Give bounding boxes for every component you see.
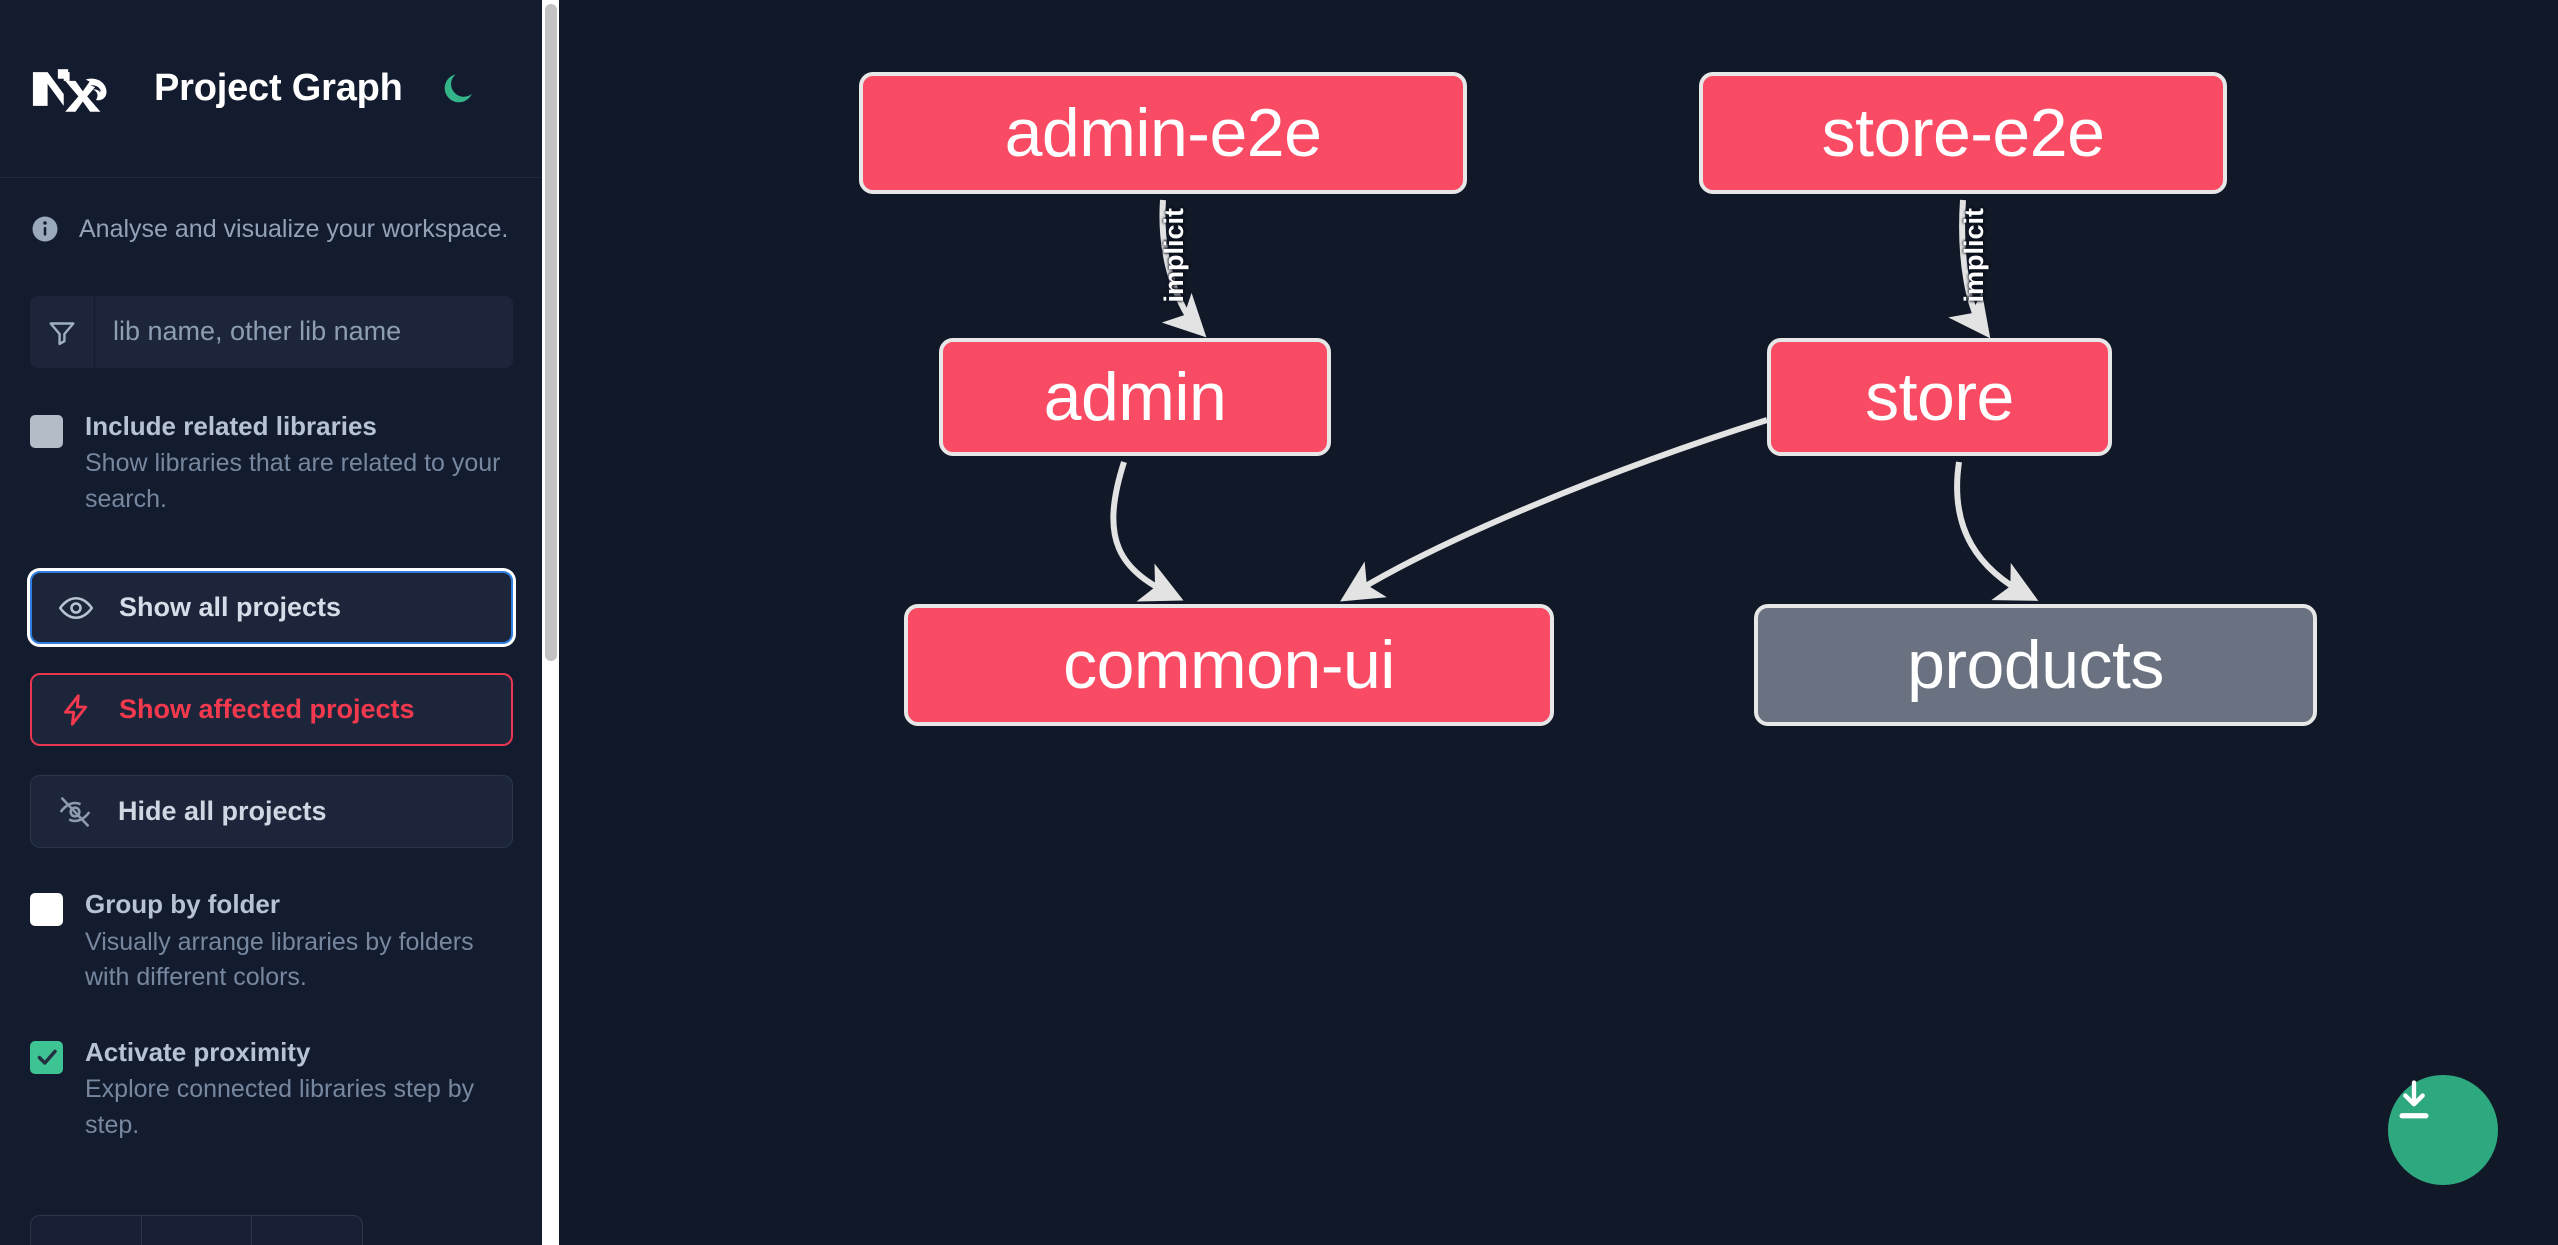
eye-icon (58, 590, 94, 626)
checkbox-group-by-folder[interactable] (30, 893, 63, 926)
edge-store-to-common-ui (1340, 417, 1768, 602)
sidebar: Project Graph Analyse and visualize your… (0, 0, 559, 1245)
graph-node-admin-e2e[interactable]: admin-e2e (859, 72, 1467, 194)
show-affected-projects-button[interactable]: Show affected projects (30, 673, 513, 746)
edge-admin-to-common-ui (1110, 461, 1184, 602)
bottom-segmented-control[interactable] (30, 1215, 363, 1245)
download-icon (2399, 1080, 2429, 1119)
search-box[interactable] (30, 295, 513, 368)
button-label: Show affected projects (119, 694, 415, 724)
option-description: Visually arrange libraries by folders wi… (85, 927, 474, 992)
option-label: Include related libraries (85, 410, 377, 441)
node-label: admin-e2e (1004, 95, 1322, 171)
segment-1[interactable] (31, 1216, 142, 1245)
node-label: store-e2e (1821, 95, 2105, 171)
edge-admin-e2e-to-admin (1159, 199, 1207, 338)
graph-edges-layer (1110, 199, 2039, 602)
page-title: Project Graph (154, 67, 403, 109)
nx-logo-icon (30, 58, 118, 120)
button-label: Hide all projects (118, 796, 327, 826)
edge-store-to-products (1954, 461, 2039, 601)
eye-slash-icon (57, 794, 93, 830)
lightning-icon (58, 692, 94, 728)
download-graph-button[interactable] (2388, 1075, 2498, 1185)
edge-store-e2e-to-store (1948, 199, 1991, 339)
option-include-related-libraries[interactable]: Include related libraries Show libraries… (0, 410, 543, 518)
workspace-tagline: Analyse and visualize your workspace. (0, 178, 543, 246)
node-label: admin (1043, 359, 1227, 435)
option-description: Explore connected libraries step by step… (85, 1075, 475, 1139)
option-description: Show libraries that are related to your … (85, 449, 501, 513)
search-input[interactable] (95, 295, 513, 368)
graph-node-common-ui[interactable]: common-ui (904, 604, 1554, 726)
moon-icon[interactable] (435, 66, 481, 112)
info-icon (30, 214, 60, 244)
project-graph-canvas[interactable]: admin-e2e store-e2e admin store common-u… (559, 0, 2558, 1245)
node-label: store (1865, 359, 2014, 435)
option-activate-proximity[interactable]: Activate proximity Explore connected lib… (0, 1036, 543, 1144)
option-label: Group by folder (85, 889, 280, 919)
sidebar-scrollbar-thumb[interactable] (545, 4, 557, 661)
node-label: common-ui (1063, 627, 1395, 703)
option-group-by-folder[interactable]: Group by folder Visually arrange librari… (0, 888, 543, 996)
checkbox-include-related-libraries[interactable] (30, 414, 63, 448)
segment-3[interactable] (252, 1216, 362, 1245)
sidebar-scrollbar[interactable] (542, 0, 559, 1245)
segment-2[interactable] (142, 1216, 253, 1245)
show-all-projects-button[interactable]: Show all projects (30, 571, 513, 644)
sidebar-header: Project Graph (0, 0, 543, 178)
checkbox-activate-proximity[interactable] (30, 1040, 63, 1074)
node-label: products (1907, 627, 2164, 703)
button-label: Show all projects (119, 592, 342, 622)
graph-node-store[interactable]: store (1767, 338, 2112, 456)
graph-node-products[interactable]: products (1754, 604, 2317, 726)
filter-funnel-icon (30, 295, 95, 368)
graph-node-admin[interactable]: admin (939, 338, 1331, 456)
hide-all-projects-button[interactable]: Hide all projects (30, 775, 513, 848)
tagline-text: Analyse and visualize your workspace. (79, 215, 509, 243)
option-label: Activate proximity (85, 1036, 311, 1067)
view-buttons: Show all projects Show affected projects (30, 571, 513, 848)
graph-node-store-e2e[interactable]: store-e2e (1699, 72, 2227, 194)
